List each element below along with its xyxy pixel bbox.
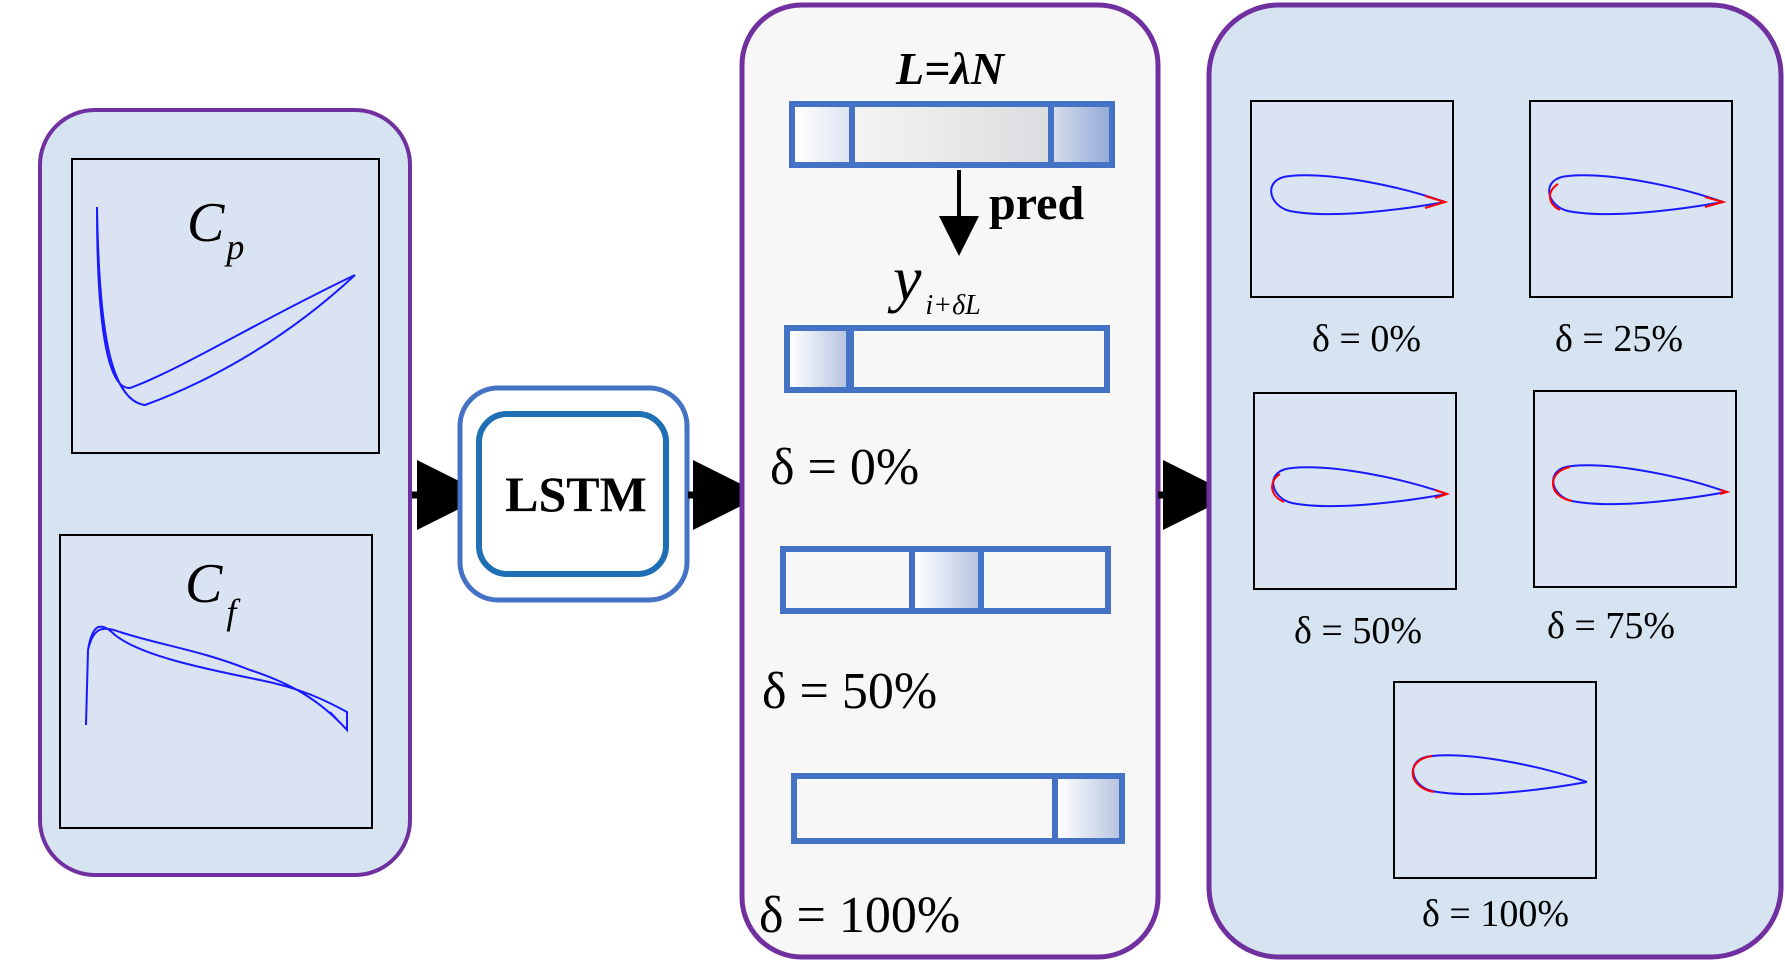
airfoil-plot-100 bbox=[1393, 681, 1597, 879]
airfoil-plot-50 bbox=[1253, 392, 1457, 590]
bar-delta-50 bbox=[780, 546, 1111, 614]
window-bar bbox=[789, 101, 1115, 168]
lstm-block: LSTM bbox=[457, 385, 690, 603]
cf-curve bbox=[85, 625, 348, 733]
result-panel: δ = 0% δ = 25% δ = 50% δ = 75% bbox=[1206, 2, 1784, 960]
cp-plot: Cp bbox=[71, 158, 380, 454]
result-delta-100: δ = 100% bbox=[1422, 893, 1569, 935]
window-formula: L=λN bbox=[895, 43, 1006, 94]
lstm-label: LSTM bbox=[505, 466, 647, 522]
cp-curve bbox=[96, 206, 356, 407]
result-delta-25: δ = 25% bbox=[1555, 318, 1683, 360]
result-delta-0: δ = 0% bbox=[1312, 318, 1421, 360]
bar-delta-0 bbox=[784, 325, 1110, 393]
bar-delta-100 bbox=[791, 773, 1125, 844]
airfoil-plot-25 bbox=[1529, 100, 1733, 298]
window-delta-0: δ = 0% bbox=[770, 439, 919, 496]
airfoil-plot-0 bbox=[1250, 100, 1454, 298]
pred-label: pred bbox=[989, 177, 1084, 230]
airfoil-plot-75 bbox=[1533, 390, 1737, 588]
cp-label: Cp bbox=[187, 192, 244, 267]
window-delta-50: δ = 50% bbox=[762, 663, 937, 720]
result-delta-50: δ = 50% bbox=[1294, 610, 1422, 652]
window-delta-100: δ = 100% bbox=[759, 887, 960, 944]
result-delta-75: δ = 75% bbox=[1547, 605, 1675, 647]
